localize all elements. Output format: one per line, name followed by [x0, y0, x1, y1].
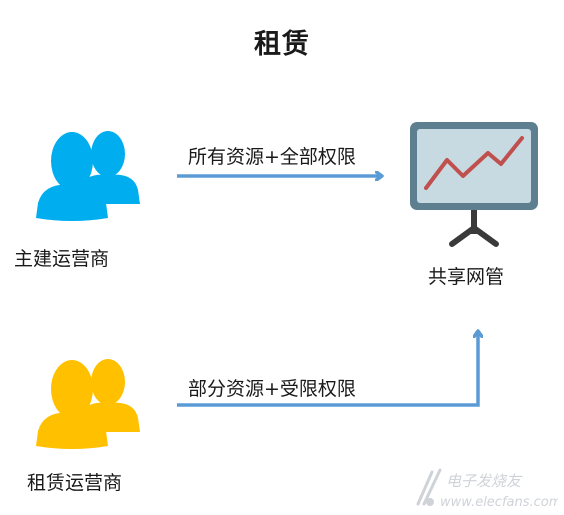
- shared-nms-label: 共享网管: [428, 266, 505, 288]
- rental-operator-people-icon: [36, 359, 140, 449]
- main-to-nms-label: 所有资源+全部权限: [188, 146, 356, 168]
- main-operator-people-icon: [36, 131, 140, 221]
- watermark-symbol-icon: [416, 468, 442, 506]
- watermark-cn-text: 电子发烧友: [446, 472, 523, 490]
- rental-to-nms-arrow: [177, 332, 478, 407]
- monitor-chart-icon: [410, 122, 538, 247]
- main-operator-label: 主建运营商: [14, 248, 110, 270]
- page-title: 租赁: [254, 29, 310, 60]
- watermark-logo: 电子发烧友 www.elecfans.com: [416, 468, 558, 510]
- rental-to-nms-label: 部分资源+受限权限: [188, 378, 356, 400]
- watermark-en-text: www.elecfans.com: [440, 495, 558, 510]
- rental-operator-label: 租赁运营商: [27, 472, 123, 494]
